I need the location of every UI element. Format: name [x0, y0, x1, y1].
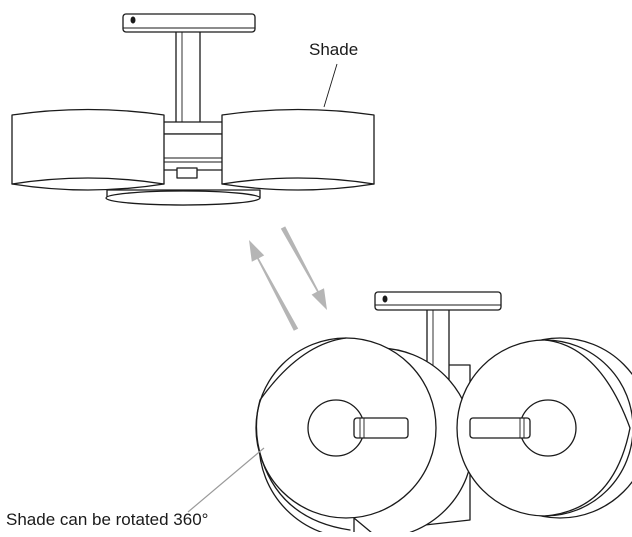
- fixture-top: [11, 13, 375, 206]
- left-shade-top: [11, 108, 165, 191]
- socket-right: [469, 417, 531, 439]
- right-shade-top: [221, 108, 375, 191]
- rotate-note-label: Shade can be rotated 360°: [6, 510, 209, 529]
- left-shade-bottom: [255, 337, 474, 537]
- double-arrow-icon: [249, 226, 327, 331]
- hub-top: [161, 133, 225, 171]
- rotate-leader-line: [187, 447, 265, 513]
- hub-collar-top: [161, 121, 225, 135]
- right-shade-bottom: [456, 337, 632, 519]
- canopy-bottom: [374, 291, 502, 311]
- back-shade: [105, 189, 261, 206]
- socket-left: [353, 417, 409, 439]
- shade-label: Shade: [309, 40, 359, 59]
- shade-leader-line: [323, 63, 338, 108]
- hub-knob-top: [176, 167, 198, 179]
- canopy-top: [122, 13, 256, 33]
- fixture-bottom: [255, 291, 632, 537]
